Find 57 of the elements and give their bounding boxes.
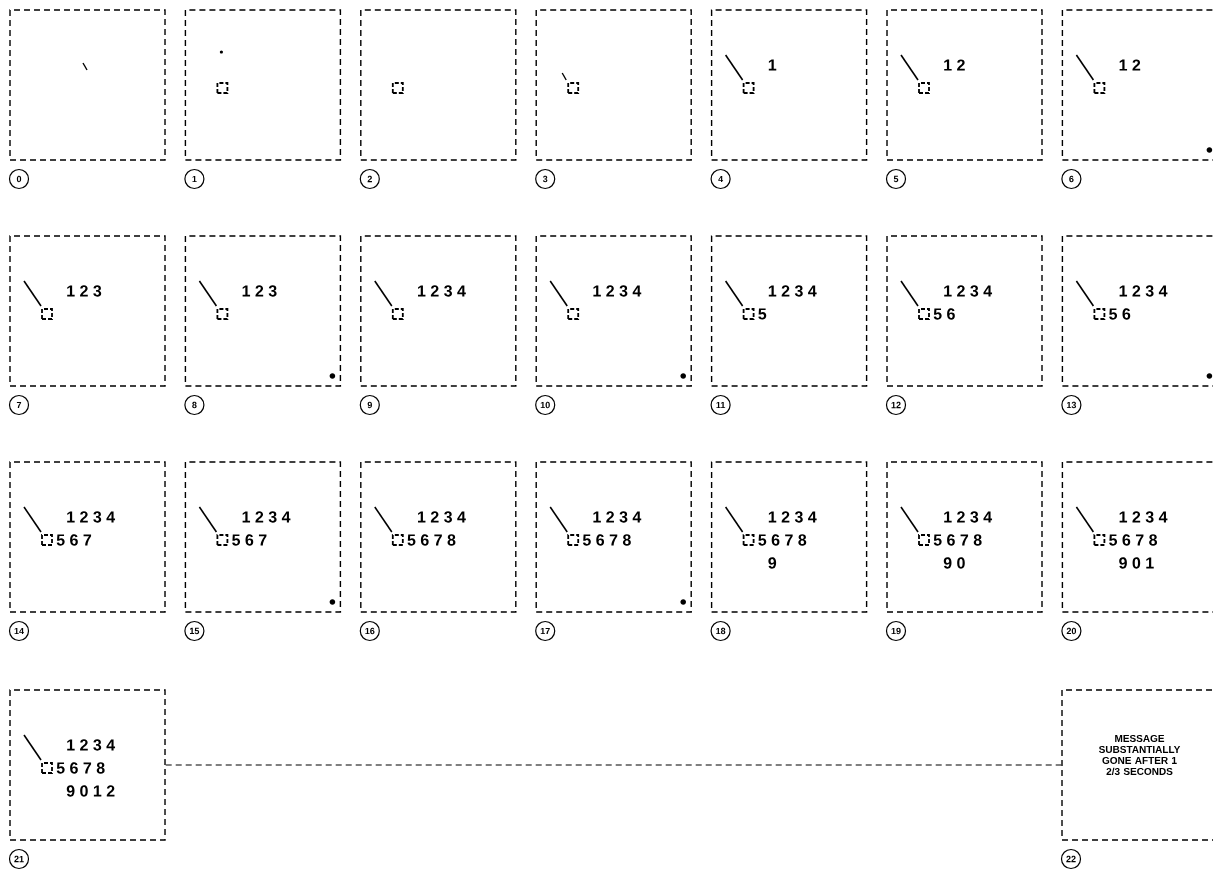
frame-number: 4	[710, 168, 731, 190]
display-text: 1 2 3 4	[593, 511, 642, 523]
display-text: 5 6	[1109, 308, 1131, 320]
frame-number: 13	[1061, 394, 1082, 416]
display-text: 1 2 3 4	[67, 739, 116, 751]
display-text: 5	[758, 308, 767, 320]
frame-number: 19	[885, 620, 907, 642]
frame-number: 9	[359, 394, 380, 416]
display-text: 9 0	[943, 557, 965, 569]
display-text: 1 2 3 4	[768, 285, 817, 297]
frame-number: 2	[359, 168, 380, 190]
display-text: 1 2 3 4	[67, 511, 116, 523]
display-text: 5 6 7 8	[582, 534, 631, 546]
frame-number: 1	[184, 168, 205, 190]
display-text: 1 2 3	[242, 285, 277, 297]
display-text: 9 0 1 2	[66, 785, 115, 797]
display-text: 5 6 7 8	[758, 534, 807, 546]
display-text: 1	[768, 59, 777, 71]
frame-number: 20	[1061, 620, 1082, 642]
display-text: 5 6 7	[232, 534, 267, 546]
frame-number: 14	[8, 620, 30, 642]
frame-number: 3	[535, 168, 556, 190]
frame-number: 5	[885, 168, 907, 190]
frame-number: 8	[184, 394, 205, 416]
frame-number: 16	[359, 620, 380, 642]
frame-number: 10	[535, 394, 556, 416]
frame-number: 11	[710, 394, 731, 416]
display-text: 9 0 1	[1119, 557, 1154, 569]
frame-number: 6	[1061, 168, 1082, 190]
frame-number: 21	[8, 848, 30, 870]
display-text: 5 6 7 8	[56, 762, 105, 774]
display-text: 9	[768, 557, 777, 569]
frame-number: 17	[535, 620, 556, 642]
display-text: 5 6 7 8	[1109, 534, 1158, 546]
frame-number: 22	[1060, 848, 1082, 870]
display-text: 1 2	[944, 59, 965, 71]
display-text: 1 2	[1119, 59, 1141, 71]
display-text: 1 2 3 4	[768, 511, 817, 523]
message-text: MESSAGE SUBSTANTIALLY GONE AFTER 1 2/3 SECONDS	[1098, 734, 1181, 776]
frame-number: 15	[184, 620, 205, 642]
display-text: 1 2 3 4	[242, 511, 291, 523]
frame-number: 18	[710, 620, 731, 642]
display-text: 1 2 3 4	[944, 285, 993, 297]
display-text: 1 2 3 4	[593, 285, 642, 297]
frame-number: 0	[8, 168, 30, 190]
display-text: 1 2 3 4	[418, 511, 466, 523]
display-text: 1 2 3 4	[944, 511, 993, 523]
display-text: 5 6 7	[56, 534, 92, 546]
display-text: 1 2 3	[67, 285, 102, 297]
display-text: 1 2 3 4	[418, 285, 466, 297]
display-text: 5 6 7 8	[933, 534, 982, 546]
frame-number: 12	[885, 394, 907, 416]
display-text: 5 6	[933, 308, 955, 320]
display-text: 1 2 3 4	[1119, 285, 1168, 297]
display-text: 5 6 7 8	[407, 534, 456, 546]
frame-number: 7	[8, 394, 30, 416]
display-text: 1 2 3 4	[1119, 511, 1168, 523]
